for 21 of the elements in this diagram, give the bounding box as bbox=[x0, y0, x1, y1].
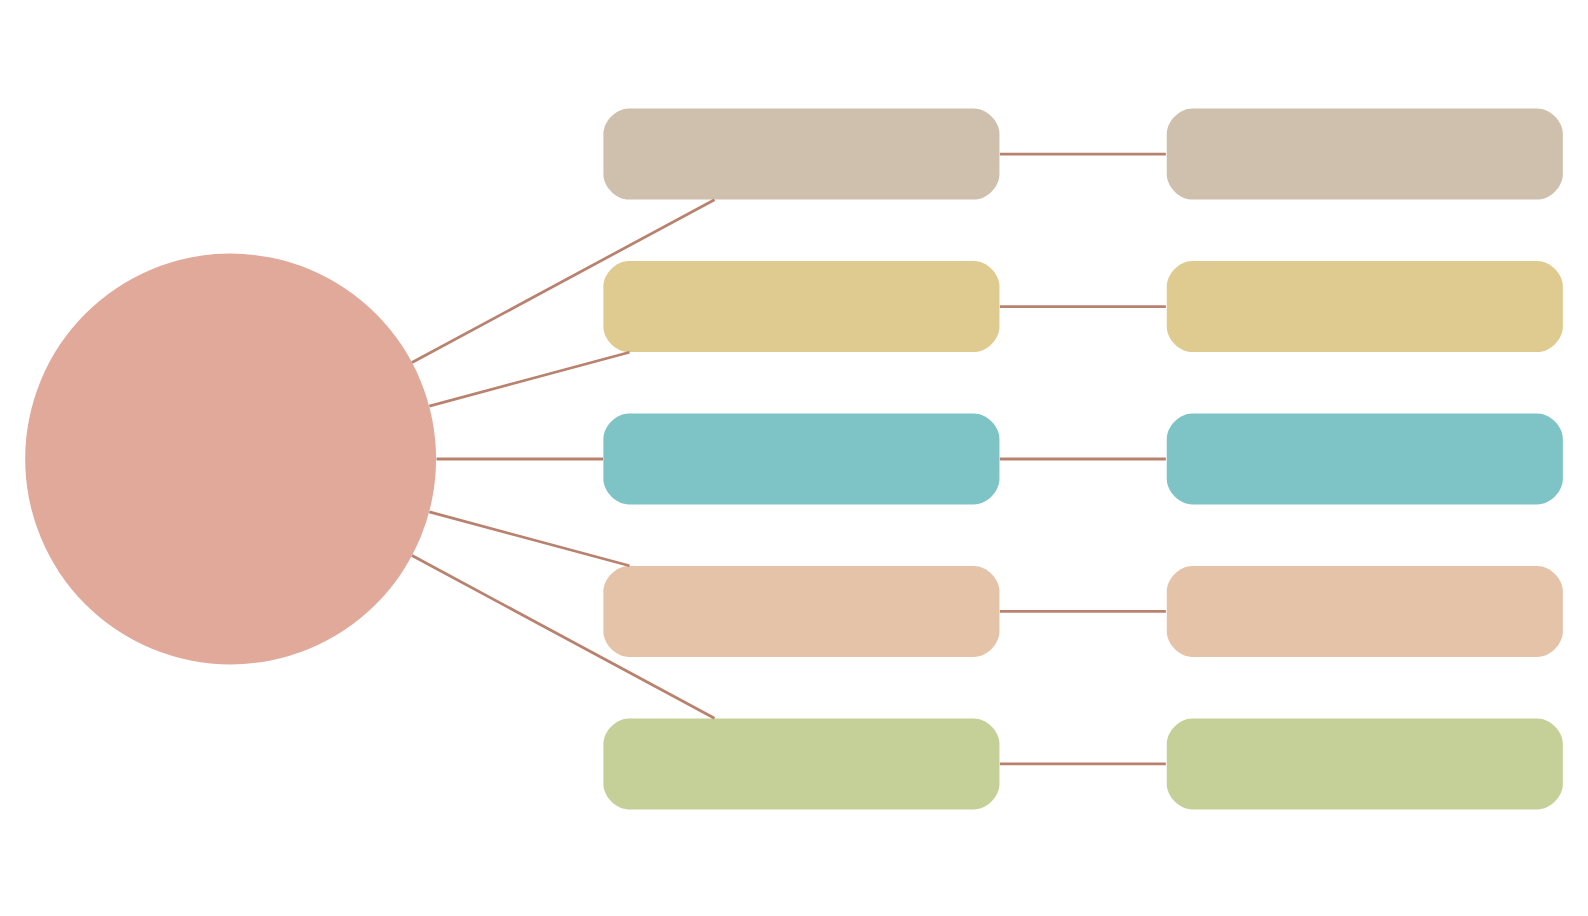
connector bbox=[428, 349, 630, 407]
connector bbox=[999, 456, 1166, 460]
connector bbox=[411, 553, 716, 719]
connector bbox=[999, 304, 1166, 307]
node-box bbox=[1166, 107, 1563, 199]
connector bbox=[411, 197, 716, 363]
node-circle bbox=[25, 252, 437, 664]
node-box bbox=[1166, 412, 1563, 504]
node-box bbox=[1166, 564, 1563, 657]
node-box bbox=[603, 564, 1000, 657]
node-box bbox=[603, 107, 1000, 199]
node-box bbox=[1166, 717, 1563, 809]
node-box bbox=[603, 412, 1000, 504]
connector bbox=[999, 151, 1166, 155]
connector bbox=[436, 456, 604, 460]
node-box bbox=[603, 717, 1000, 809]
node-box bbox=[603, 259, 1000, 352]
connector bbox=[999, 609, 1166, 612]
connector bbox=[428, 509, 630, 567]
node-box bbox=[1166, 259, 1563, 352]
connector bbox=[999, 761, 1166, 765]
